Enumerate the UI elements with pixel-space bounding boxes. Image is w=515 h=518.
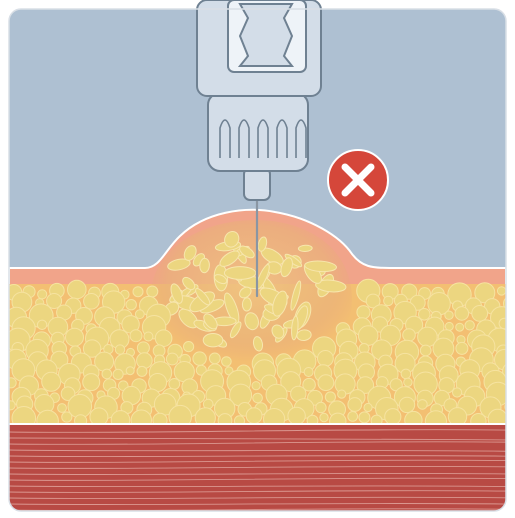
fat-cell — [193, 352, 206, 365]
fat-cell — [222, 357, 232, 367]
fat-cell — [246, 408, 262, 424]
fat-cell — [499, 318, 510, 329]
fat-cell — [472, 306, 488, 322]
fat-cell — [83, 374, 100, 391]
fat-cell — [6, 401, 15, 410]
muscle-layer — [9, 424, 506, 514]
fat-cell — [453, 388, 462, 397]
fat-cell — [137, 342, 149, 354]
fat-cell — [209, 353, 220, 364]
fat-cell — [456, 323, 464, 331]
fat-cell — [420, 345, 431, 356]
fat-cell — [385, 409, 401, 425]
fat-cell — [130, 330, 142, 342]
fat-cell — [384, 296, 393, 305]
fat-cell — [38, 290, 47, 299]
fat-cell — [6, 378, 16, 388]
fat-cell — [455, 307, 469, 321]
fat-cell — [42, 372, 61, 391]
lump-fat-cell — [224, 267, 255, 280]
fat-cell — [66, 328, 84, 346]
fat-cell — [169, 379, 180, 390]
fat-cell — [147, 286, 158, 297]
fat-cell — [288, 407, 305, 424]
fat-cell — [508, 286, 515, 297]
fat-cell — [320, 413, 328, 421]
fat-cell — [37, 320, 46, 329]
fat-cell — [252, 382, 260, 390]
fat-cell — [84, 294, 100, 310]
fat-cell — [58, 404, 67, 413]
lump-fat-cell — [203, 334, 223, 347]
insulin-pen — [197, 0, 321, 200]
fat-cell — [137, 366, 147, 376]
fat-cell — [325, 392, 335, 402]
fat-cell — [338, 390, 346, 398]
fat-cell — [318, 351, 334, 367]
fat-cell — [126, 300, 136, 310]
fat-cell — [348, 412, 358, 422]
fat-cell — [68, 280, 87, 299]
fat-cell — [318, 375, 334, 391]
fat-cell — [62, 412, 72, 422]
fat-cell — [348, 398, 362, 412]
fat-cell — [510, 408, 515, 428]
fat-cell — [304, 368, 313, 377]
fat-cell — [404, 378, 412, 386]
fat-cell — [445, 322, 453, 330]
fat-cell — [184, 342, 194, 352]
fat-cell — [135, 310, 144, 319]
fat-cell — [403, 329, 416, 342]
fat-cell — [144, 332, 153, 341]
fat-cell — [364, 403, 372, 411]
fat-cell — [253, 393, 263, 403]
fat-cell — [102, 369, 112, 379]
fat-cell — [359, 412, 370, 423]
fat-cell — [113, 369, 123, 379]
fat-cell — [126, 367, 134, 375]
fat-cell — [316, 402, 326, 412]
fat-cell — [155, 330, 172, 347]
fat-cell — [445, 311, 453, 319]
lump-fat-cell — [298, 245, 312, 252]
lump-fat-cell — [242, 298, 251, 312]
fat-cell — [497, 287, 505, 295]
fat-cell — [399, 397, 414, 412]
fat-cell — [357, 306, 370, 319]
fat-cell — [510, 372, 515, 391]
fat-cell — [137, 353, 153, 369]
fat-cell — [401, 369, 411, 379]
fat-cell — [456, 342, 468, 354]
fat-cell — [115, 345, 124, 354]
fat-cell — [465, 321, 474, 330]
cross-icon — [328, 150, 388, 210]
fat-cell — [133, 287, 143, 297]
pen-dose-window-marking — [240, 4, 292, 66]
fat-cell — [166, 353, 178, 365]
fat-cell — [418, 400, 428, 410]
pen-needle-hub — [244, 168, 270, 200]
